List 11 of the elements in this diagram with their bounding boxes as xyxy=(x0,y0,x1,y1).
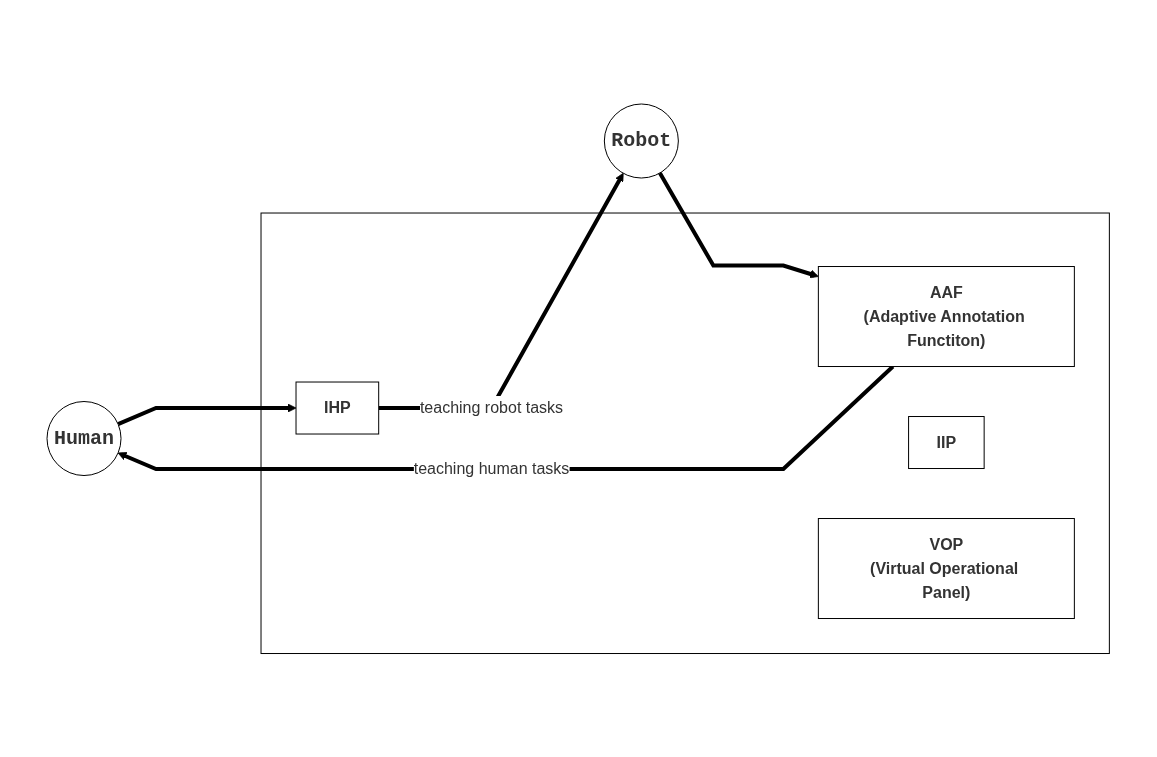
node-box: AAF (Adaptive Annotation Functiton) xyxy=(818,265,1076,367)
arrow xyxy=(117,403,297,426)
node-box: VOP (Virtual Operational Panel) xyxy=(818,517,1076,619)
node-box: IIP xyxy=(908,415,985,469)
edge-label: teaching robot tasks xyxy=(420,398,564,416)
edge-label: teaching human tasks xyxy=(414,459,570,477)
node-circle: Robot xyxy=(604,103,680,179)
node-circle: Human xyxy=(46,400,122,476)
node-box: IHP xyxy=(295,381,380,435)
cluster xyxy=(260,212,1111,654)
arrow xyxy=(658,171,820,279)
